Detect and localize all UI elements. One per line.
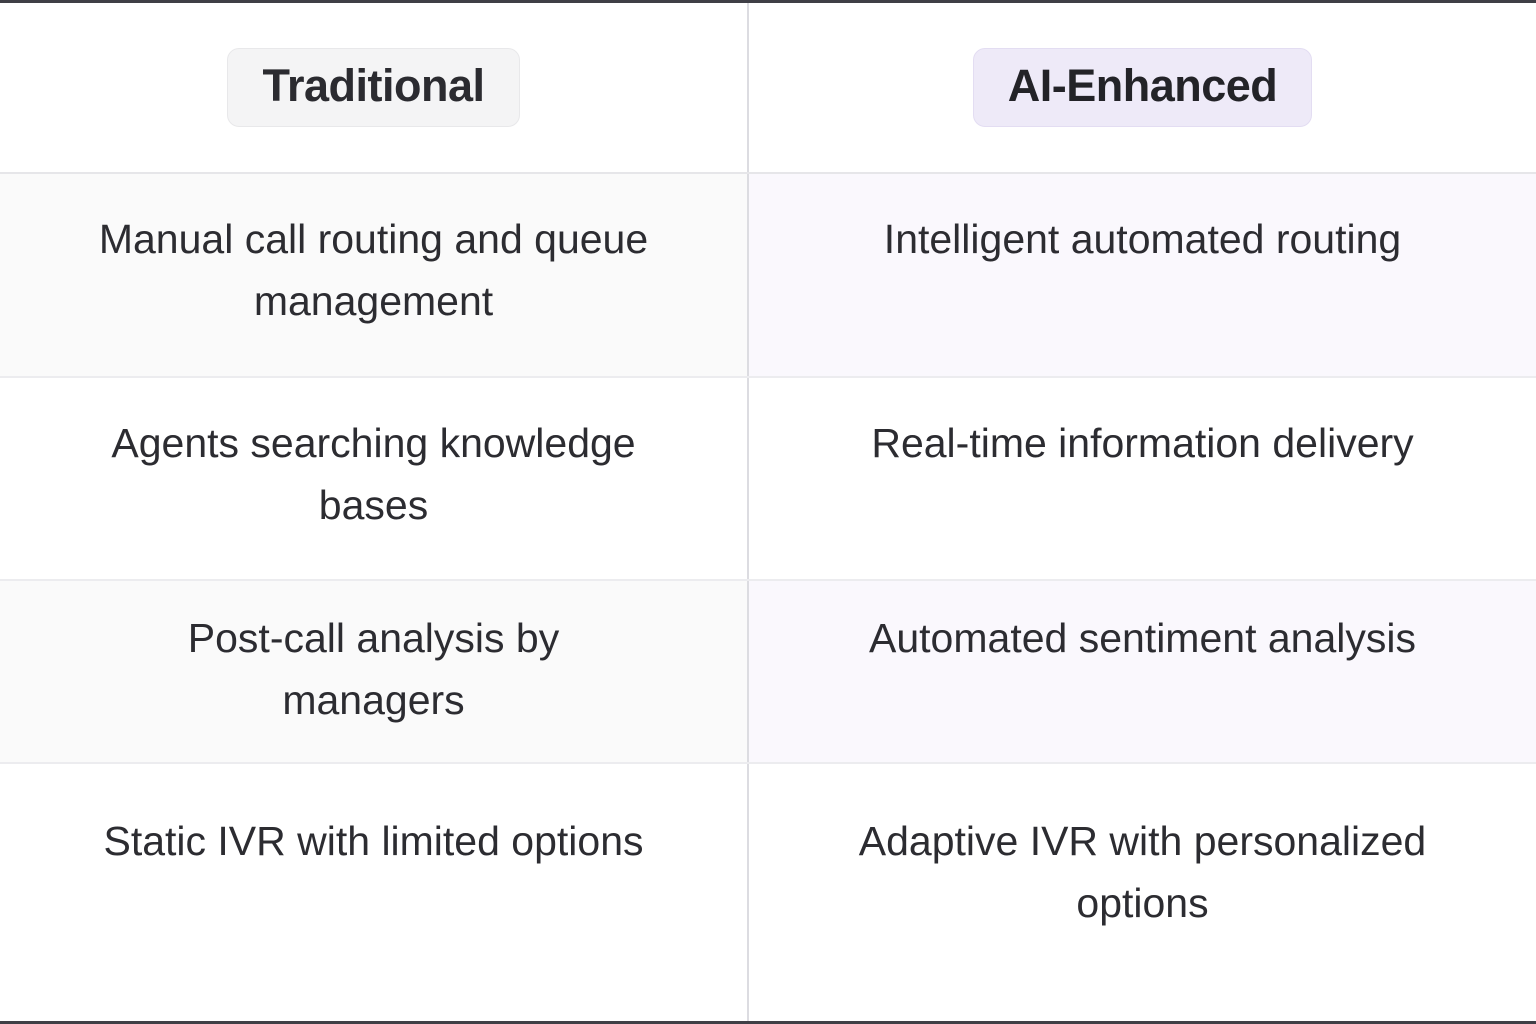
cell-traditional-1: Manual call routing and queue management — [0, 173, 749, 378]
cell-ai-enhanced-3-text: Automated sentiment analysis — [869, 615, 1416, 661]
cell-traditional-3-text: Post-call analysis by managers — [187, 615, 560, 724]
table-row: Agents searching knowledge bases Real-ti… — [0, 377, 1536, 581]
cell-ai-enhanced-1-text: Intelligent automated routing — [883, 216, 1402, 262]
table-body: Manual call routing and queue management… — [0, 173, 1536, 1021]
cell-traditional-2: Agents searching knowledge bases — [0, 377, 749, 581]
cell-ai-enhanced-1: Intelligent automated routing — [748, 173, 1536, 378]
cell-ai-enhanced-2-text: Real-time information delivery — [871, 420, 1414, 466]
cell-ai-enhanced-2: Real-time information delivery — [748, 377, 1536, 581]
cell-traditional-2-text: Agents searching knowledge bases — [111, 420, 636, 529]
cell-ai-enhanced-4-text: Adaptive IVR with personalized options — [858, 817, 1427, 926]
cell-traditional-4: Static IVR with limited options — [0, 762, 749, 1021]
column-header-ai-enhanced: AI-Enhanced — [748, 3, 1536, 174]
cell-traditional-3: Post-call analysis by managers — [0, 580, 749, 764]
column-header-traditional-badge: Traditional — [227, 48, 520, 127]
comparison-table: Traditional AI-Enhanced Manual call rout… — [0, 3, 1536, 1021]
cell-traditional-1-text: Manual call routing and queue management — [98, 216, 649, 325]
cell-ai-enhanced-4: Adaptive IVR with personalized options — [748, 762, 1536, 1021]
table-row: Post-call analysis by managers Automated… — [0, 580, 1536, 764]
column-header-ai-enhanced-badge: AI-Enhanced — [972, 48, 1313, 127]
table-header-row: Traditional AI-Enhanced — [0, 3, 1536, 174]
column-header-traditional: Traditional — [0, 3, 749, 174]
table-row: Manual call routing and queue management… — [0, 173, 1536, 378]
cell-ai-enhanced-3: Automated sentiment analysis — [748, 580, 1536, 764]
table-row: Static IVR with limited options Adaptive… — [0, 762, 1536, 1021]
cell-traditional-4-text: Static IVR with limited options — [103, 817, 644, 864]
